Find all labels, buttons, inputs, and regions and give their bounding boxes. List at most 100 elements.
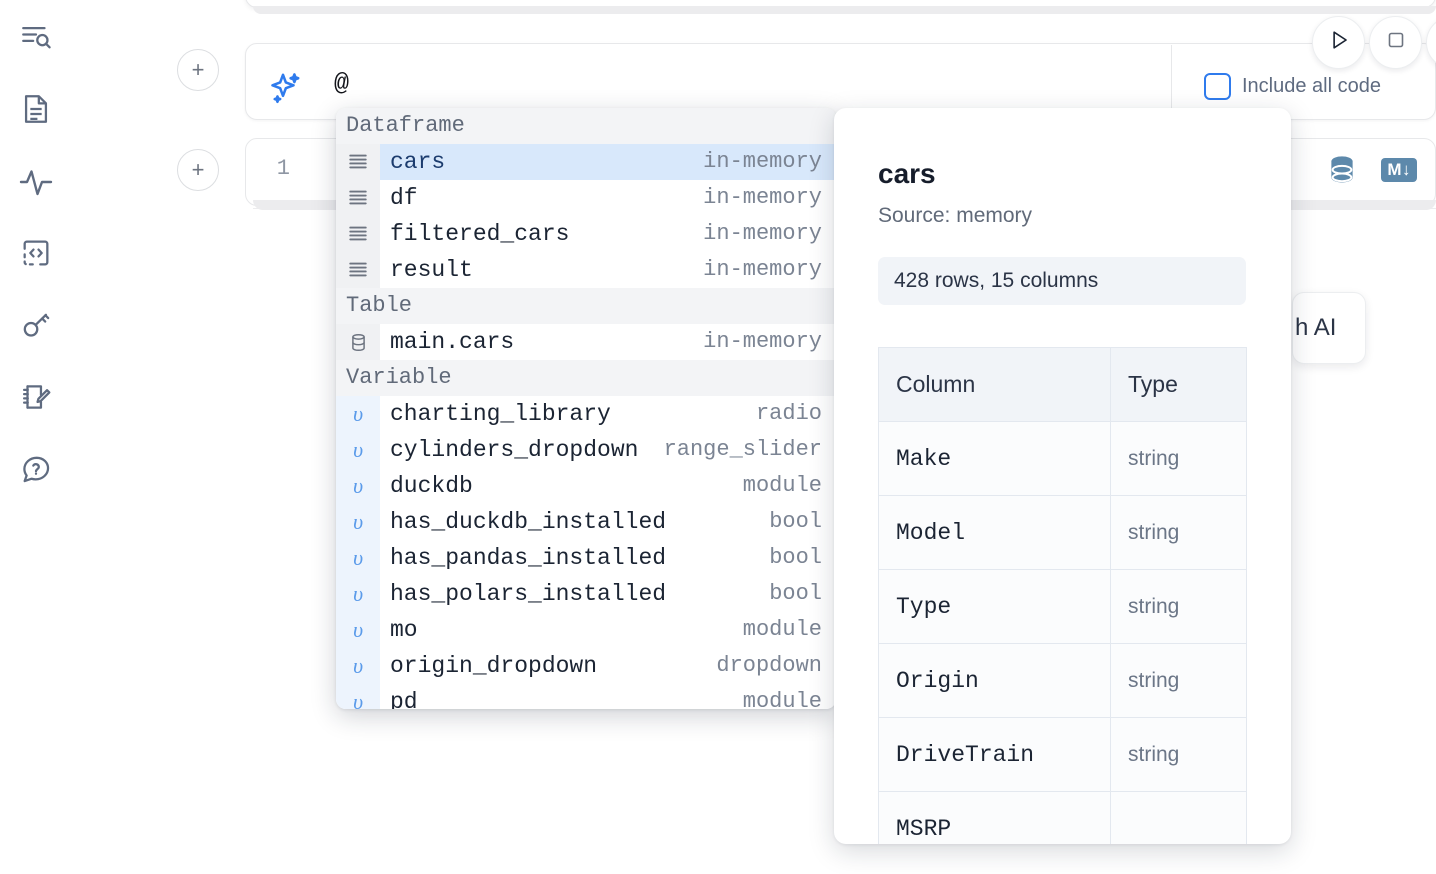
play-icon	[1326, 27, 1352, 58]
markdown-icon[interactable]: M↓	[1381, 158, 1417, 182]
file-icon[interactable]	[14, 87, 58, 131]
variable-icon: υ	[336, 504, 380, 540]
variable-icon: υ	[336, 612, 380, 648]
autocomplete-item-kind: bool	[769, 545, 822, 570]
autocomplete-item-has-pandas-installed[interactable]: υ has_pandas_installed bool	[336, 540, 836, 576]
explore-icon[interactable]	[14, 16, 58, 60]
variable-icon: υ	[336, 396, 380, 432]
database-icon[interactable]	[1325, 153, 1359, 187]
run-button[interactable]	[1312, 16, 1365, 69]
autocomplete-item-label: df	[390, 185, 418, 211]
line-number: 1	[276, 156, 290, 181]
include-all-code-checkbox[interactable]	[1204, 73, 1231, 100]
autocomplete-item-kind: module	[742, 473, 822, 498]
autocomplete-item-kind: bool	[769, 581, 822, 606]
schema-column-name: Origin	[878, 643, 1111, 718]
detail-shape-badge: 428 rows, 15 columns	[878, 257, 1246, 305]
autocomplete-item-cars[interactable]: cars in-memory	[336, 144, 836, 180]
schema-column-name: DriveTrain	[878, 717, 1111, 792]
include-all-code-label: Include all code	[1242, 75, 1381, 97]
autocomplete-item-label: pd	[390, 689, 418, 709]
autocomplete-group-header: Dataframe	[336, 108, 836, 144]
generate-with-ai-label: h AI	[1295, 314, 1337, 341]
schema-column-type	[1110, 791, 1247, 844]
schema-column-type: string	[1110, 421, 1247, 496]
add-cell-below-button[interactable]: +	[177, 149, 219, 191]
schema-column-type: string	[1110, 495, 1247, 570]
autocomplete-item-label: origin_dropdown	[390, 653, 598, 679]
sidebar-rail	[0, 0, 72, 874]
dataframe-icon	[336, 180, 380, 216]
autocomplete-item-label: duckdb	[390, 473, 473, 499]
ai-prompt-bar: Include all code	[245, 43, 1436, 120]
dataframe-icon	[336, 144, 380, 180]
schema-column-type: string	[1110, 569, 1247, 644]
autocomplete-item-kind: radio	[755, 401, 822, 426]
completion-detail-panel: cars Source: memory 428 rows, 15 columns…	[834, 108, 1291, 844]
dataframe-icon	[336, 252, 380, 288]
stop-button[interactable]	[1369, 16, 1422, 69]
dataframe-icon	[336, 216, 380, 252]
schema-column-name: Make	[878, 421, 1111, 496]
table-header-row: Column Type	[878, 347, 1247, 422]
autocomplete-group-header: Table	[336, 288, 836, 324]
stop-icon	[1384, 28, 1408, 57]
schema-column-type: string	[1110, 717, 1247, 792]
activity-icon[interactable]	[14, 160, 58, 204]
help-icon[interactable]	[14, 447, 58, 491]
plus-icon: +	[191, 157, 205, 182]
ai-bar-divider	[1171, 45, 1172, 120]
autocomplete-list: Dataframe cars in-memory df in-memory filtere…	[336, 108, 836, 709]
autocomplete-item-kind: in-memory	[703, 185, 822, 210]
autocomplete-item-charting-library[interactable]: υ charting_library radio	[336, 396, 836, 432]
cell-above-shadow	[253, 6, 1436, 14]
add-cell-above-button[interactable]: +	[177, 49, 219, 91]
table-row: MSRP	[878, 791, 1247, 844]
variable-icon: υ	[336, 540, 380, 576]
autocomplete-item-label: result	[390, 257, 473, 283]
autocomplete-item-label: has_pandas_installed	[390, 545, 667, 571]
plus-icon: +	[191, 57, 205, 82]
schema-column-name: MSRP	[878, 791, 1111, 844]
detail-source: Source: memory	[878, 204, 1033, 227]
autocomplete-item-label: mo	[390, 617, 418, 643]
autocomplete-item-has-polars-installed[interactable]: υ has_polars_installed bool	[336, 576, 836, 612]
autocomplete-item-label: filtered_cars	[390, 221, 570, 247]
key-icon[interactable]	[14, 303, 58, 347]
code-icon[interactable]	[14, 231, 58, 275]
autocomplete-item-label: cars	[390, 149, 446, 175]
autocomplete-popup[interactable]: Dataframe cars in-memory df in-memory filtere…	[336, 108, 836, 709]
cell-toolbar: M↓	[1325, 153, 1417, 187]
sparkle-icon	[268, 70, 304, 111]
schema-column-name: Type	[878, 569, 1111, 644]
autocomplete-group-header: Variable	[336, 360, 836, 396]
autocomplete-item-kind: in-memory	[703, 329, 822, 354]
column-header-type: Type	[1110, 347, 1247, 422]
autocomplete-item-df[interactable]: df in-memory	[336, 180, 836, 216]
autocomplete-item-kind: range_slider	[663, 437, 822, 462]
include-all-code-toggle[interactable]: Include all code	[1204, 73, 1381, 100]
autocomplete-item-label: has_polars_installed	[390, 581, 667, 607]
table-icon	[336, 324, 380, 360]
autocomplete-item-label: charting_library	[390, 401, 611, 427]
ai-prompt-input[interactable]	[334, 64, 1164, 102]
generate-with-ai-chip[interactable]: h AI	[1292, 292, 1366, 364]
schema-column-type: string	[1110, 643, 1247, 718]
scratch-icon[interactable]	[14, 375, 58, 419]
variable-icon: υ	[336, 432, 380, 468]
variable-icon: υ	[336, 576, 380, 612]
autocomplete-item-kind: in-memory	[703, 149, 822, 174]
